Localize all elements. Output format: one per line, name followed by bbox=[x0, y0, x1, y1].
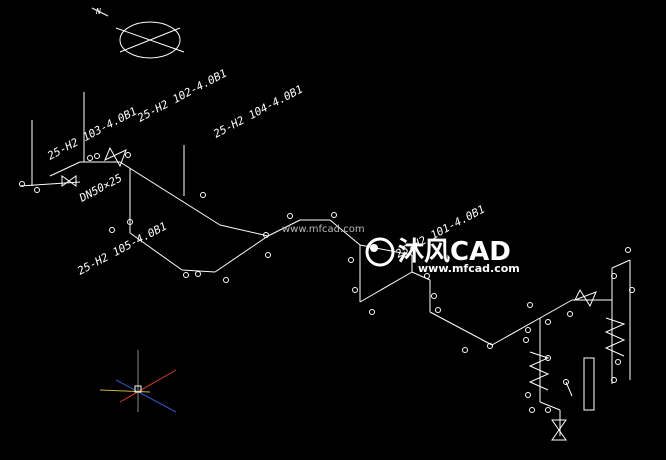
watermark-logo-icon bbox=[365, 237, 395, 267]
expansion-bellows-right bbox=[604, 317, 626, 357]
pipe-network-left bbox=[19, 92, 361, 273]
valve-bottom bbox=[551, 419, 567, 441]
gate-valve-left bbox=[61, 175, 77, 187]
gate-valve-upper bbox=[104, 146, 127, 168]
pipe-joints bbox=[19, 152, 635, 413]
line-label-102: 25-H2 102-4.0B1 bbox=[135, 67, 229, 125]
line-label-105: 25-H2 105-4.0B1 bbox=[75, 220, 169, 278]
line-label-104: 25-H2 104-4.0B1 bbox=[211, 83, 305, 141]
north-compass: N bbox=[91, 7, 185, 59]
north-label: N bbox=[95, 7, 101, 16]
watermark-url-small: www.mfcad.com bbox=[282, 224, 365, 235]
pipe-network-middle bbox=[359, 244, 541, 346]
expansion-bellows-left bbox=[528, 351, 550, 391]
watermark-brand: 沐风CAD bbox=[398, 237, 511, 267]
pipe-network-right bbox=[528, 259, 631, 441]
pipe-size-label: DN50×25 bbox=[76, 171, 124, 205]
strainer-body bbox=[583, 357, 595, 411]
ucs-axis-icon bbox=[99, 350, 177, 413]
gate-valve-right bbox=[573, 288, 597, 308]
watermark-url: www.mfcad.com bbox=[418, 262, 520, 275]
watermark: www.mfcad.com 沐风CAD www.mfcad.com bbox=[282, 224, 520, 275]
